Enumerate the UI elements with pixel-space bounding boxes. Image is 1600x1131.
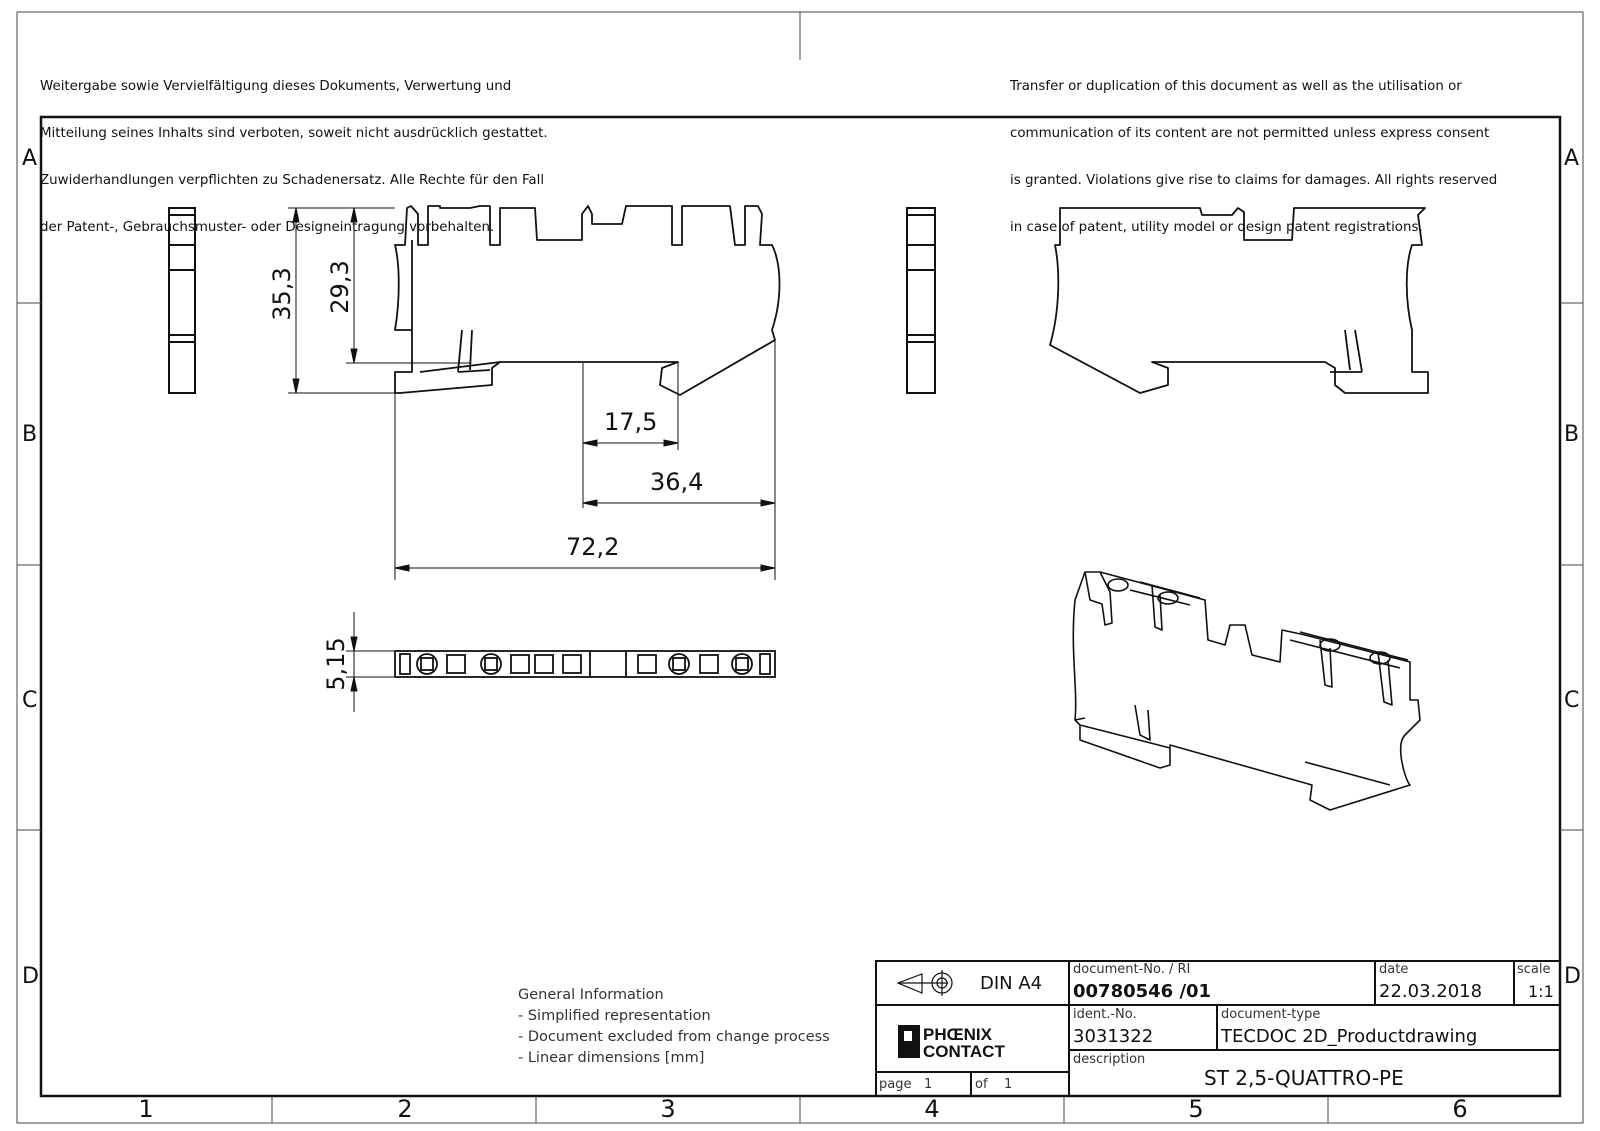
isometric-view bbox=[1072, 571, 1421, 811]
top-view bbox=[394, 650, 776, 678]
projection-symbol-icon bbox=[896, 970, 953, 996]
dimension-thickness: 5,15 bbox=[322, 637, 350, 691]
legal-de-line: Mitteilung seines Inhalts sind verboten,… bbox=[40, 125, 548, 141]
row-label-c-right: C bbox=[1564, 688, 1580, 713]
legal-notice-german: Weitergabe sowie Vervielfältigung dieses… bbox=[40, 48, 548, 251]
legal-notice-english: Transfer or duplication of this document… bbox=[1010, 48, 1497, 251]
row-label-a-left: A bbox=[22, 146, 38, 171]
document-number-value: 00780546 /01 bbox=[1073, 981, 1212, 1002]
row-label-b-left: B bbox=[22, 422, 38, 447]
dimension-lines bbox=[288, 207, 776, 712]
general-info-item: - Linear dimensions [mm] bbox=[518, 1050, 705, 1066]
legal-en-line: Transfer or duplication of this document… bbox=[1010, 79, 1462, 95]
of-label: of bbox=[975, 1077, 988, 1092]
side-view-left bbox=[168, 207, 196, 394]
description-label: description bbox=[1073, 1052, 1146, 1067]
legal-de-line: der Patent-, Gebrauchsmuster- oder Desig… bbox=[40, 219, 495, 235]
dimension-width-total: 72,2 bbox=[566, 533, 620, 561]
column-label-2: 2 bbox=[397, 1095, 413, 1123]
svg-text:CONTACT: CONTACT bbox=[923, 1042, 1005, 1061]
ident-number-value: 3031322 bbox=[1073, 1026, 1154, 1047]
description-value: ST 2,5-QUATTRO-PE bbox=[1204, 1066, 1404, 1090]
column-label-5: 5 bbox=[1188, 1095, 1204, 1123]
inner-frame bbox=[39, 115, 1562, 1098]
document-type-value: TECDOC 2D_Productdrawing bbox=[1221, 1026, 1478, 1047]
dimension-width-b: 36,4 bbox=[650, 468, 704, 496]
row-label-b-right: B bbox=[1564, 422, 1580, 447]
svg-text:PHŒNIX: PHŒNIX bbox=[923, 1025, 993, 1044]
phoenix-contact-logo: PHŒNIX CONTACT bbox=[898, 1025, 1005, 1061]
legal-en-line: in case of patent, utility model or desi… bbox=[1010, 219, 1423, 235]
document-type-label: document-type bbox=[1221, 1007, 1321, 1022]
page-value: 1 bbox=[924, 1077, 933, 1092]
general-info-item: - Document excluded from change process bbox=[518, 1029, 830, 1045]
front-view-left bbox=[394, 205, 781, 396]
general-info-title: General Information bbox=[518, 987, 664, 1003]
paper-format: DIN A4 bbox=[980, 973, 1043, 994]
scale-value: 1:1 bbox=[1528, 982, 1554, 1001]
row-label-a-right: A bbox=[1564, 146, 1580, 171]
column-ticks bbox=[271, 1096, 1329, 1123]
page-label: page bbox=[879, 1077, 912, 1092]
column-label-4: 4 bbox=[924, 1095, 940, 1123]
column-label-1: 1 bbox=[138, 1095, 154, 1123]
legal-de-line: Weitergabe sowie Vervielfältigung dieses… bbox=[40, 79, 512, 95]
legal-de-line: Zuwiderhandlungen verpflichten zu Schade… bbox=[40, 172, 545, 188]
general-info-item: - Simplified representation bbox=[518, 1008, 711, 1024]
side-view-right bbox=[906, 207, 936, 394]
legal-en-line: communication of its content are not per… bbox=[1010, 125, 1490, 141]
dimension-height-inner: 29,3 bbox=[326, 260, 354, 314]
of-value: 1 bbox=[1004, 1077, 1013, 1092]
row-label-c-left: C bbox=[22, 688, 38, 713]
scale-label: scale bbox=[1517, 962, 1551, 977]
row-label-d-left: D bbox=[22, 964, 39, 989]
row-label-d-right: D bbox=[1564, 964, 1581, 989]
dimension-width-a: 17,5 bbox=[604, 408, 658, 436]
column-label-3: 3 bbox=[660, 1095, 676, 1123]
date-label: date bbox=[1379, 962, 1409, 977]
date-value: 22.03.2018 bbox=[1379, 981, 1483, 1002]
dimension-height-overall: 35,3 bbox=[268, 267, 296, 321]
general-information: General Information - Simplified represe… bbox=[518, 985, 830, 1069]
ident-number-label: ident.-No. bbox=[1073, 1007, 1137, 1022]
column-label-6: 6 bbox=[1452, 1095, 1468, 1123]
front-view-right bbox=[1049, 207, 1429, 394]
document-number-label: document-No. / RI bbox=[1073, 962, 1191, 977]
legal-en-line: is granted. Violations give rise to clai… bbox=[1010, 172, 1498, 188]
title-block-grid bbox=[875, 960, 1561, 1097]
row-ticks bbox=[17, 302, 1583, 831]
